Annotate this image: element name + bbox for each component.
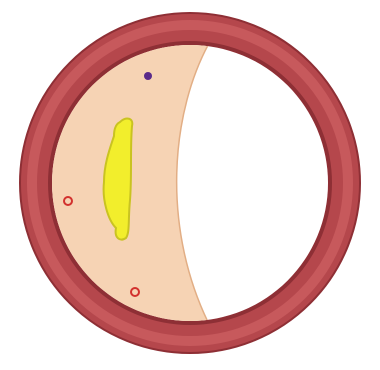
purple-dot-marker (144, 72, 152, 80)
